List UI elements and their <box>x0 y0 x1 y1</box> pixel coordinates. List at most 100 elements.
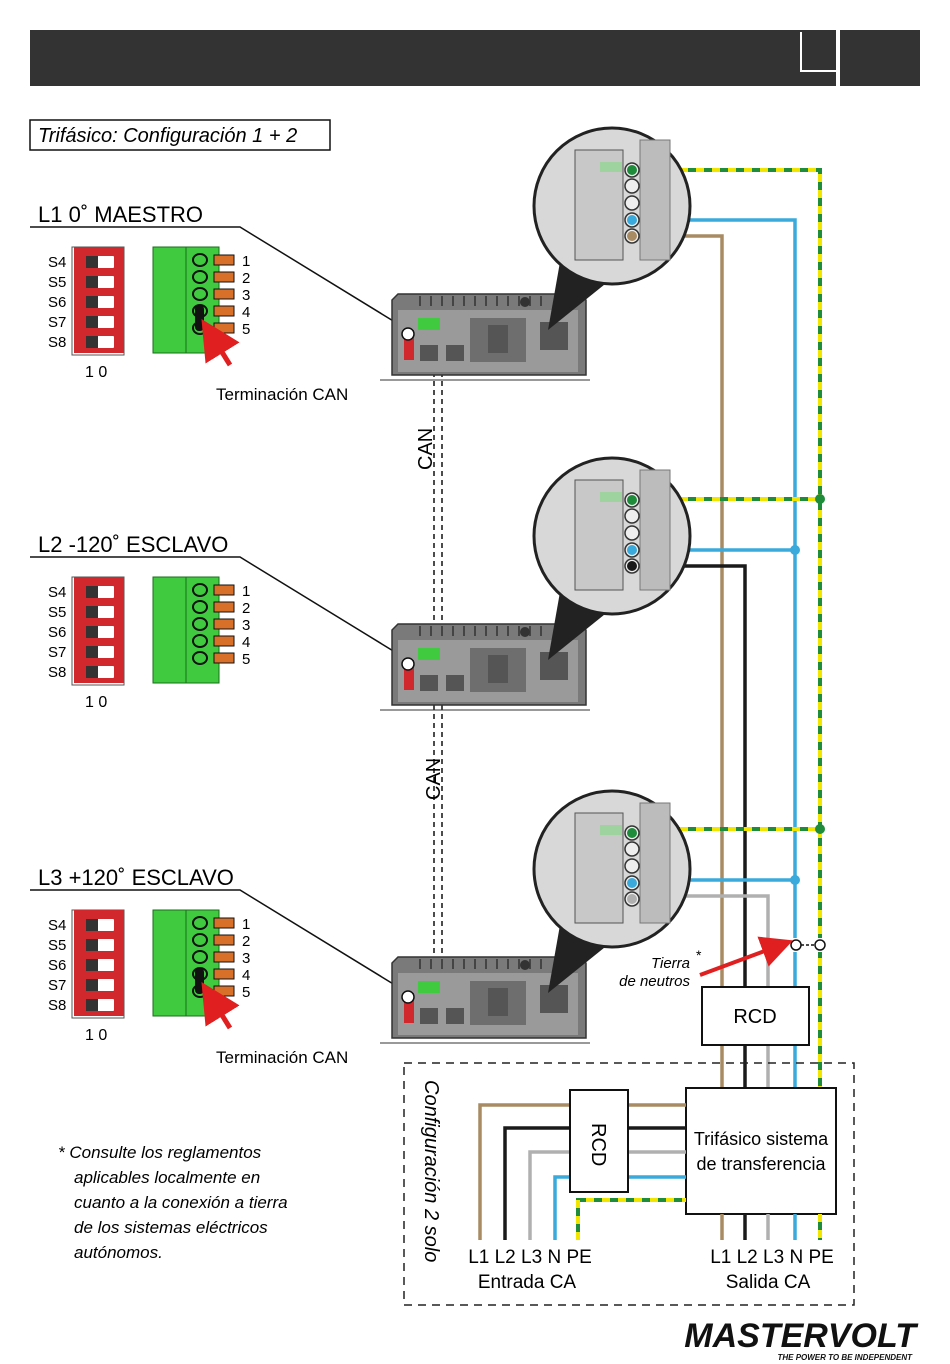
output-label: Salida CA <box>726 1272 811 1293</box>
inverter-dip <box>404 993 414 1023</box>
pin-label: 5 <box>242 651 250 668</box>
title-box <box>29 119 331 151</box>
terminal-screw <box>192 270 208 284</box>
unit-name: L1 0˚ MAESTRO <box>38 202 203 227</box>
junction-dot <box>790 875 800 885</box>
magnified-screw <box>624 858 640 874</box>
title-text: Trifásico: Configuración 1 + 2 <box>38 125 297 147</box>
inverter-port <box>420 1008 438 1024</box>
magnified-screw <box>624 508 640 524</box>
dip-knob <box>86 979 98 991</box>
terminal-screw <box>192 933 208 947</box>
footnote-line: autónomos. <box>74 1243 163 1262</box>
footnote-line: de los sistemas eléctricos <box>74 1218 268 1237</box>
dip-label: S6 <box>48 957 66 974</box>
inverter-green-terminal <box>418 648 440 660</box>
terminal-pin <box>213 254 235 266</box>
magnified-pe-dot <box>627 495 637 505</box>
dip-knob <box>86 999 98 1011</box>
pin-label: 4 <box>242 967 250 984</box>
pin-label: 1 <box>242 916 250 933</box>
terminal-screw <box>192 634 208 648</box>
magnified-pe-dot <box>627 828 637 838</box>
dip-knob <box>86 606 98 618</box>
inverter-module <box>488 325 508 353</box>
terminal-screw <box>192 950 208 964</box>
terminal-pin <box>213 618 235 630</box>
rcd-box <box>701 986 810 1046</box>
dip-scale: 1 0 <box>85 694 107 711</box>
magnified-l-dot <box>627 231 637 241</box>
termination-label: Terminación CAN <box>216 1048 348 1067</box>
magnified-housing <box>639 139 671 261</box>
magnified-screw <box>624 841 640 857</box>
termination-label: Terminación CAN <box>216 385 348 404</box>
termination-arrow <box>201 319 240 367</box>
pin-label: 5 <box>242 984 250 1001</box>
dip-knob <box>86 939 98 951</box>
terminal-screw <box>192 916 208 930</box>
rcd-box-config2 <box>569 1089 629 1193</box>
dip-label: S6 <box>48 294 66 311</box>
dip-knob <box>86 646 98 658</box>
termination-jumper <box>195 968 204 994</box>
pin-label: 1 <box>242 253 250 270</box>
inverter-port <box>420 345 438 361</box>
dip-label: S4 <box>48 254 66 271</box>
inverter-green-terminal <box>418 318 440 330</box>
pin-label: 1 <box>242 583 250 600</box>
terminal-pin <box>213 934 235 946</box>
inverter-port <box>446 675 464 691</box>
dip-label: S5 <box>48 274 66 291</box>
output-wires <box>720 1214 822 1240</box>
magnified-n-dot <box>627 878 637 888</box>
unit-name: L2 -120˚ ESCLAVO <box>38 532 228 557</box>
dip-label: S6 <box>48 624 66 641</box>
magnified-green-clip <box>600 825 622 835</box>
dip-scale: 1 0 <box>85 364 107 381</box>
tierra-arrow <box>699 936 793 977</box>
transfer-label-2: de transferencia <box>696 1154 826 1174</box>
terminal-pin <box>213 635 235 647</box>
terminal-pin <box>213 288 235 300</box>
input-terminals: L1 L2 L3 N PE <box>468 1247 592 1268</box>
dip-label: S7 <box>48 644 66 661</box>
config2-region <box>403 1062 855 1306</box>
dip-knob <box>86 959 98 971</box>
terminal-pin <box>213 271 235 283</box>
page-header-bar <box>30 30 920 86</box>
footnote: * Consulte los reglamentos aplicables lo… <box>58 1143 288 1262</box>
pin-label: 2 <box>242 933 250 950</box>
rcd-label-config2: RCD <box>587 1123 609 1166</box>
inverter-green-terminal <box>418 981 440 993</box>
dip-label: S5 <box>48 937 66 954</box>
dip-label: S7 <box>48 314 66 331</box>
junction-dot <box>815 494 825 504</box>
magnified-housing <box>639 469 671 591</box>
footnote-line: cuanto a la conexión a tierra <box>74 1193 288 1212</box>
terminal-pin <box>213 322 235 334</box>
config2-label: Configuración 2 solo <box>420 1080 442 1262</box>
terminal-pin <box>213 652 235 664</box>
inverter-port <box>446 1008 464 1024</box>
inverter-module <box>488 655 508 683</box>
terminal-screw <box>192 583 208 597</box>
magnified-screw <box>624 525 640 541</box>
inverter-port <box>420 675 438 691</box>
can-label-2: CAN <box>423 758 445 800</box>
inverter-dip-callout <box>401 657 415 671</box>
termination-arrow <box>201 982 240 1030</box>
termination-jumper <box>195 305 204 331</box>
magnified-n-dot <box>627 215 637 225</box>
magnified-screw <box>624 195 640 211</box>
inverter-dip <box>404 660 414 690</box>
dip-knob <box>86 316 98 328</box>
inverter-dip <box>404 330 414 360</box>
pin-label: 3 <box>242 950 250 967</box>
pin-label: 2 <box>242 270 250 287</box>
dip-knob <box>86 666 98 678</box>
dip-label: S5 <box>48 604 66 621</box>
